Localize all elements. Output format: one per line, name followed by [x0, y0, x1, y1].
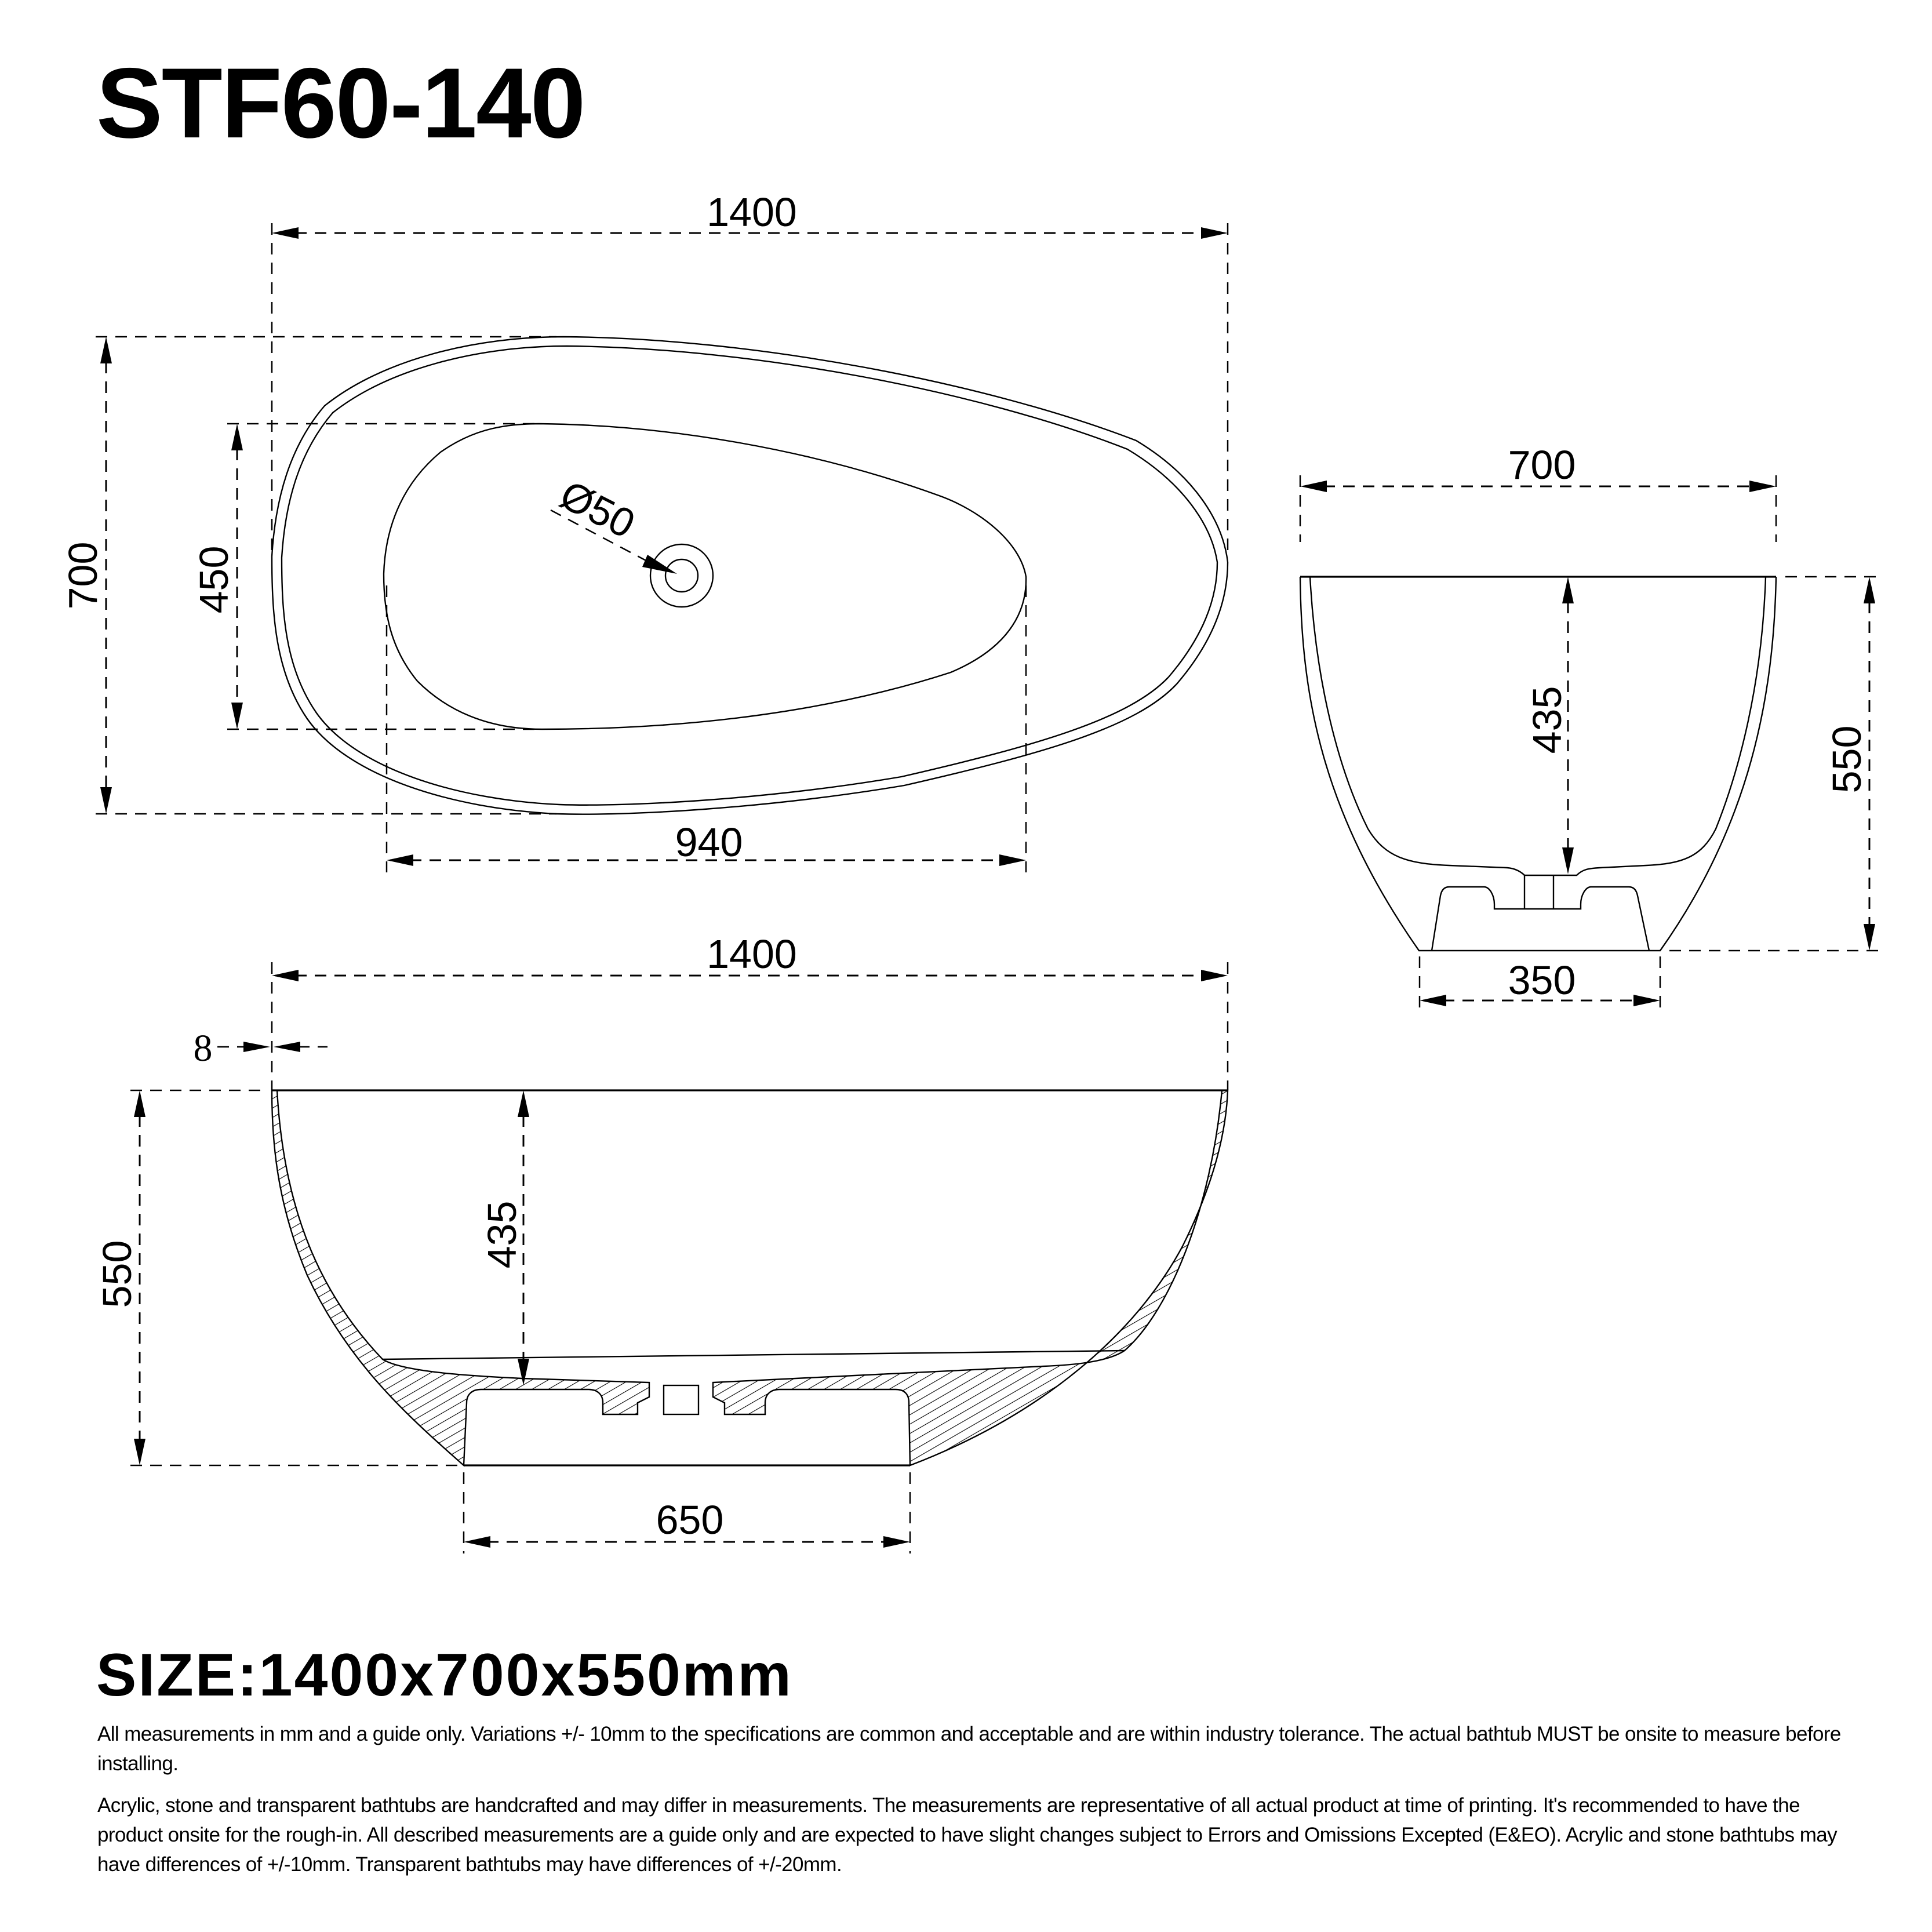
plan-basin-width-dimension: 450: [191, 423, 539, 730]
front-height-label: 550: [94, 1240, 140, 1308]
drain-hole: [664, 558, 699, 593]
front-length-dimension: 1400: [271, 932, 1229, 1090]
end-elevation-view: 700 435 550: [1299, 442, 1878, 1012]
measurement-note: All measurements in mm and a guide only.…: [97, 1723, 1841, 1775]
drain-diameter-label: Ø50: [553, 472, 642, 547]
end-base-plinth: [1431, 886, 1650, 951]
end-height-label: 550: [1824, 726, 1869, 794]
end-base-dimension: 350: [1418, 956, 1661, 1012]
front-height-dimension: 550: [94, 1089, 458, 1467]
drain-outer-ring: [649, 543, 714, 608]
tub-outer-rim: [271, 336, 1229, 815]
plan-width-dimension: 700: [60, 336, 556, 815]
rim-thickness-dimension: 8: [194, 1027, 328, 1069]
end-base-label: 350: [1508, 958, 1576, 1003]
end-width-dimension: 700: [1299, 442, 1777, 542]
front-length-label: 1400: [707, 932, 797, 977]
model-title: STF60-140: [96, 48, 585, 159]
front-depth-dimension: 435: [479, 1090, 529, 1385]
tub-inner-rim: [281, 345, 1218, 806]
end-height-dimension: 550: [1669, 576, 1878, 952]
handcrafted-disclaimer: Acrylic, stone and transparent bathtubs …: [97, 1794, 1838, 1876]
front-drain-outlet: [663, 1384, 700, 1416]
plan-length-dimension: 1400: [271, 190, 1229, 556]
front-depth-label: 435: [479, 1201, 525, 1269]
plan-basin-length-label: 940: [675, 820, 743, 865]
size-summary: SIZE:1400x700x550mm: [96, 1642, 793, 1709]
front-base-label: 650: [656, 1497, 724, 1542]
end-outer-profile: [1299, 576, 1777, 952]
drain: Ø50: [550, 472, 714, 608]
plan-length-label: 1400: [707, 190, 797, 235]
rim-thickness-label: 8: [194, 1027, 213, 1069]
end-depth-dimension: 435: [1525, 577, 1574, 874]
plan-width-label: 700: [60, 542, 105, 610]
front-floor-line: [382, 1349, 1125, 1360]
plan-basin-length-dimension: 940: [385, 585, 1027, 872]
end-width-label: 700: [1508, 442, 1576, 487]
tub-basin-outline: [383, 423, 1027, 730]
plan-basin-width-label: 450: [191, 546, 237, 614]
front-left-wall-section: [271, 1089, 650, 1467]
front-right-wall-section: [712, 1089, 1229, 1467]
front-base-dimension: 650: [463, 1472, 911, 1553]
front-elevation-view: 1400 8 435 550: [94, 932, 1229, 1553]
plan-view: 1400 700 450: [60, 190, 1229, 872]
end-depth-label: 435: [1525, 686, 1570, 754]
